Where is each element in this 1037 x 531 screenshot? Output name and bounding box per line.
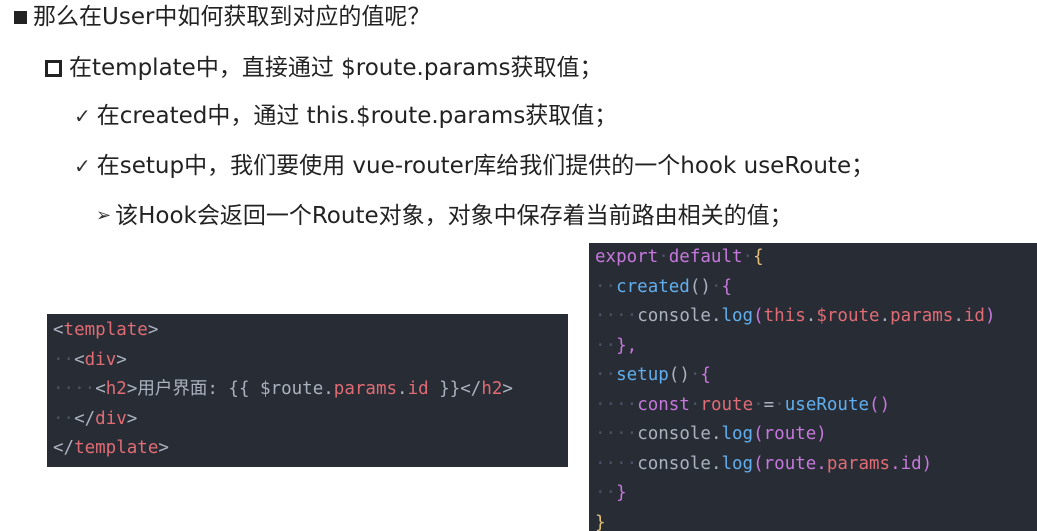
code-line: </template> — [53, 438, 169, 458]
code-line: export·default·{ — [595, 247, 764, 267]
template-code-block: <template> ··<div> ····<h2>用户界面: {{ $route… — [47, 314, 568, 467]
script-code-block: export·default·{ ··created()·{ ····console… — [589, 243, 1037, 531]
checkmark-icon: ✓ — [74, 104, 91, 128]
code-line: ····const·route·=·useRoute() — [595, 394, 891, 415]
bullet-text-4: 在setup中，我们要使用 vue-router库给我们提供的一个hook us… — [96, 153, 875, 179]
bullet-text-2: 在template中，直接通过 $route.params获取值； — [69, 55, 603, 81]
code-line: ··}, — [595, 335, 638, 356]
bullet-text-3: 在created中，通过 this.$route.params获取值； — [96, 103, 618, 129]
bullet-line-3: ✓ 在created中，通过 this.$route.params获取值； — [74, 101, 617, 131]
code-line: ····console.log(route) — [595, 424, 827, 444]
checkmark-icon: ✓ — [74, 154, 91, 178]
code-line: ····<h2>用户界面: {{ $route.params.id }}</h2… — [53, 379, 513, 399]
arrow-bullet-icon: ➢ — [96, 205, 112, 226]
code-line: ··} — [595, 483, 627, 503]
code-line: ··setup()·{ — [595, 365, 711, 385]
bullet-line-2: 在template中，直接通过 $route.params获取值； — [45, 53, 602, 83]
code-line: ··<div> — [53, 349, 127, 370]
bullet-text-5: 该Hook会返回一个Route对象，对象中保存着当前路由相关的值； — [115, 203, 793, 229]
code-line: ····console.log(this.$route.params.id) — [595, 306, 996, 326]
code-line: <template> — [53, 320, 159, 340]
square-bullet-icon — [14, 10, 27, 24]
hollow-square-bullet-icon — [45, 59, 62, 77]
code-line: ··created()·{ — [595, 276, 733, 297]
bullet-line-5: ➢ 该Hook会返回一个Route对象，对象中保存着当前路由相关的值； — [96, 201, 793, 231]
bullet-line-4: ✓ 在setup中，我们要使用 vue-router库给我们提供的一个hook … — [74, 151, 874, 181]
bullet-text-1: 那么在User中如何获取到对应的值呢？ — [33, 4, 431, 30]
code-line: } — [595, 512, 606, 531]
code-line: ····console.log(route.params.id) — [595, 453, 933, 474]
bullet-line-1: 那么在User中如何获取到对应的值呢？ — [14, 2, 430, 32]
code-line: ··</div> — [53, 408, 138, 429]
